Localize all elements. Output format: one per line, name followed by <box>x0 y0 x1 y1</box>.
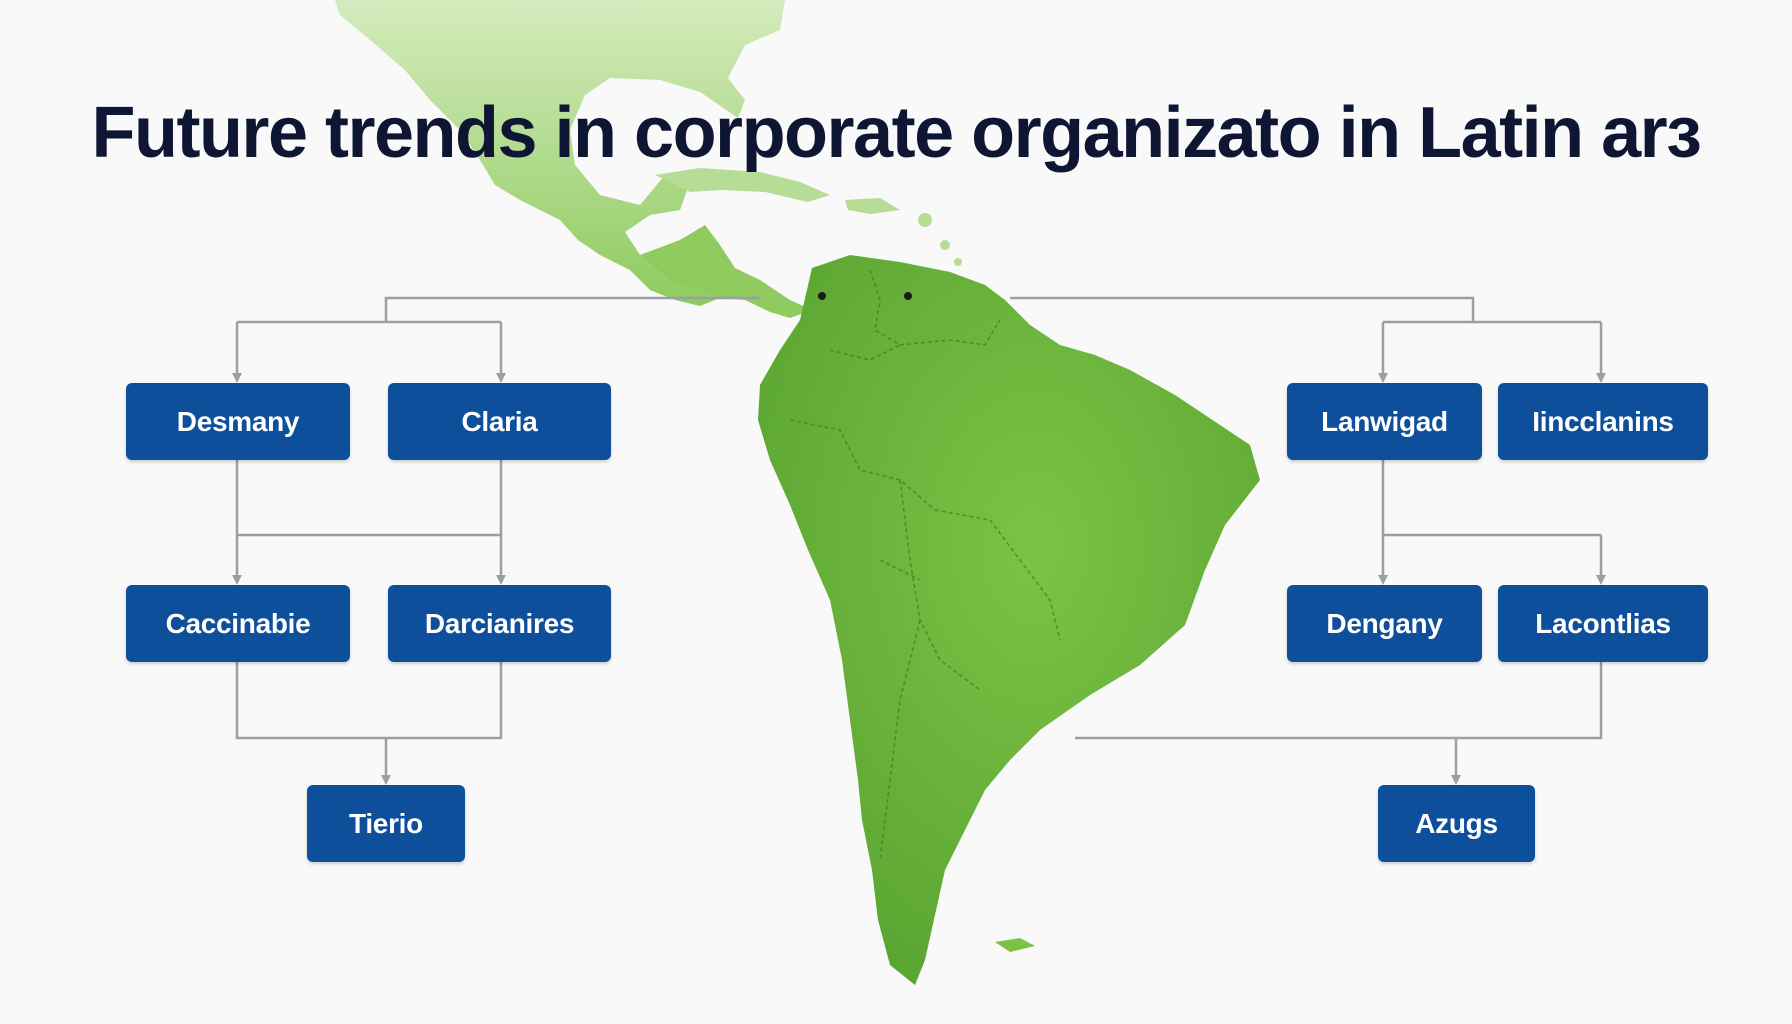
node-left-row2-a[interactable]: Caccinabie <box>126 585 350 662</box>
node-label: Dengany <box>1326 607 1443 639</box>
node-right-row2-a[interactable]: Dengany <box>1287 585 1482 662</box>
node-label: Lanwigad <box>1321 405 1448 437</box>
node-label: Desmany <box>176 405 300 437</box>
connector-left-bottom <box>235 662 503 740</box>
central-america-landmass <box>640 225 812 318</box>
node-label: Darcianires <box>424 607 575 639</box>
caribbean-island <box>655 168 830 202</box>
node-label: Lacontlias <box>1535 607 1671 639</box>
node-left-row1-b[interactable]: Claria <box>388 383 611 460</box>
node-right-row2-b[interactable]: Lacontlias <box>1498 585 1708 662</box>
location-dot <box>904 292 912 300</box>
node-label: Caccinabie <box>165 607 311 639</box>
caribbean-island <box>954 258 962 266</box>
node-right-row3[interactable]: Azugs <box>1378 785 1535 862</box>
node-left-row2-b[interactable]: Darcianires <box>388 585 611 662</box>
connector-right-mid <box>1381 460 1601 537</box>
node-left-row1-a[interactable]: Desmany <box>126 383 350 460</box>
caribbean-island <box>940 240 950 250</box>
connector-right-top-bar <box>1010 296 1475 322</box>
node-label: Claria <box>461 405 538 437</box>
node-right-row1-a[interactable]: Lanwigad <box>1287 383 1482 460</box>
connector-right-bottom <box>1075 662 1603 740</box>
node-label: Tierio <box>349 807 423 839</box>
caribbean-island <box>918 213 932 227</box>
node-left-row3[interactable]: Tierio <box>307 785 465 862</box>
caribbean-island <box>845 198 900 214</box>
node-label: Iincclanins <box>1532 405 1674 437</box>
connector-left-mid <box>235 460 503 537</box>
country-borders <box>789 269 1061 861</box>
location-dot <box>818 292 826 300</box>
page-title: Future trends in corporate organizato in… <box>91 93 1702 173</box>
node-right-row1-b[interactable]: Iincclanins <box>1498 383 1708 460</box>
south-america-landmass <box>758 255 1260 985</box>
falkland-islands <box>995 938 1035 952</box>
node-label: Azugs <box>1415 807 1498 839</box>
connector-left-top-bar <box>384 296 760 322</box>
north-america-landmass <box>335 0 785 306</box>
